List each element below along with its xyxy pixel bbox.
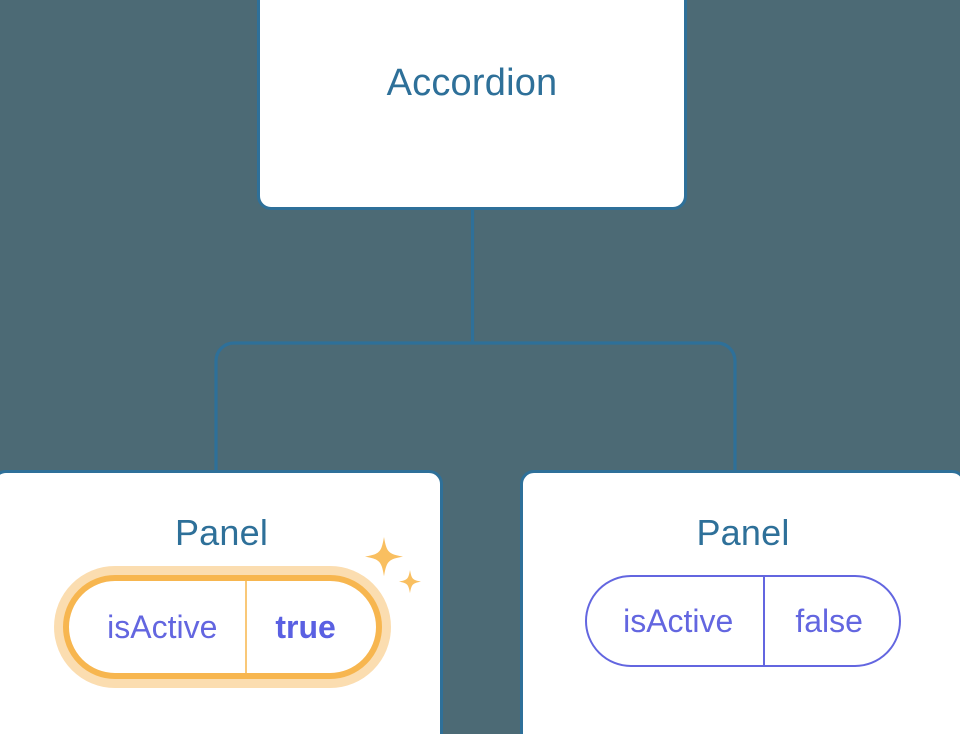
prop-key: isActive [623,602,734,639]
connector-branch-right [472,341,737,472]
prop-pill-isactive-false[interactable]: isActive false [585,574,901,667]
node-title: Panel [696,512,790,553]
node-title: Panel [174,512,269,553]
node-title: Accordion [386,62,558,105]
prop-pill-isactive-true[interactable]: isActive true [63,574,382,679]
node-panel-right[interactable]: Panel isActive false [520,470,960,734]
connector-branch-left [214,341,473,472]
prop-value: true [245,580,375,673]
prop-value: false [763,576,899,665]
prop-wrapper: isActive false [585,574,901,667]
prop-key: isActive [107,608,218,645]
node-accordion[interactable]: Accordion [257,0,687,210]
prop-highlight-wrapper: isActive true [63,536,421,679]
node-panel-left[interactable]: Panel isActive true [0,470,443,734]
